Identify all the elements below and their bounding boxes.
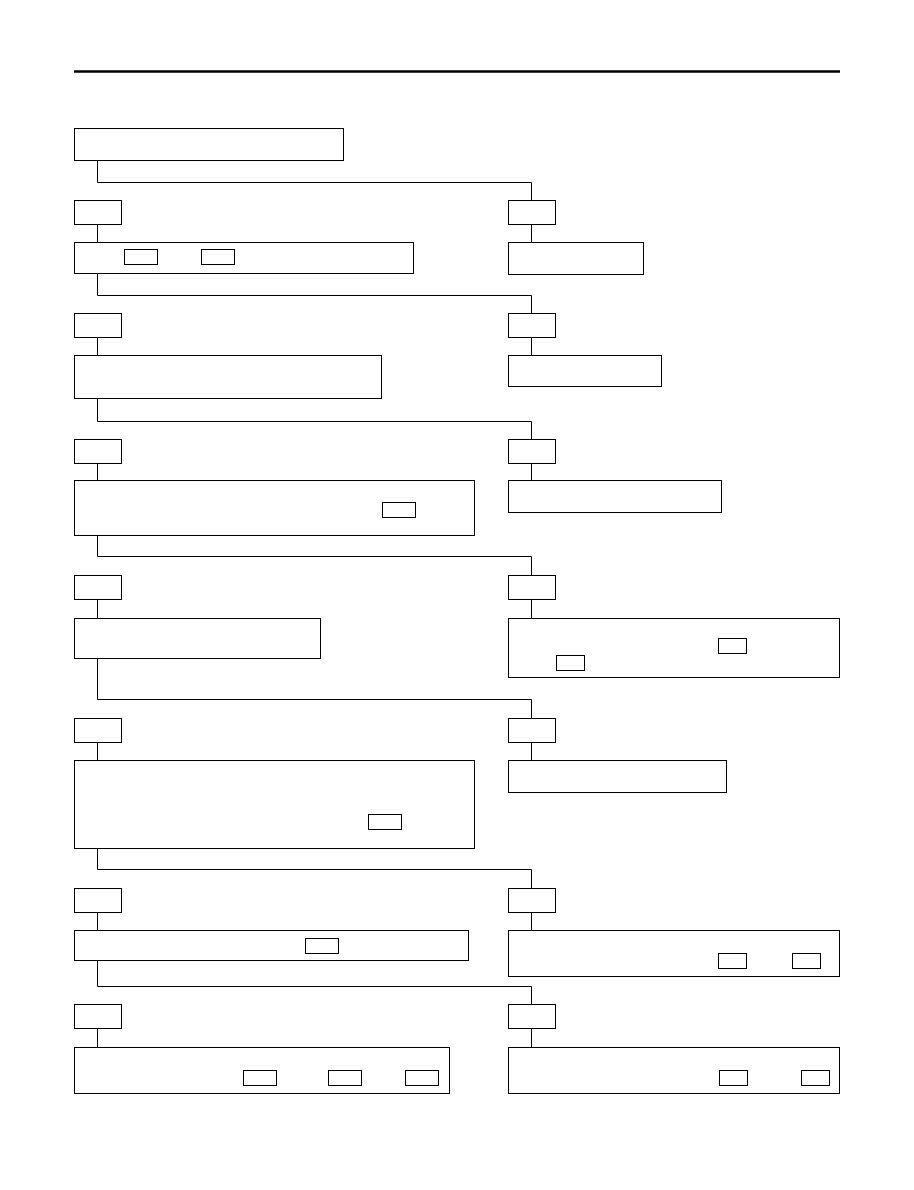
reference-tag — [556, 655, 585, 671]
right-outcome-box — [508, 313, 556, 338]
reference-tag — [382, 502, 416, 518]
reference-tag — [718, 638, 747, 654]
right-action-box — [508, 930, 840, 977]
reference-tag — [201, 249, 235, 265]
left-action-box — [74, 760, 475, 849]
right-outcome-box — [508, 439, 556, 464]
reference-tag — [801, 1070, 830, 1086]
left-action-box — [74, 618, 321, 659]
left-outcome-box — [74, 718, 122, 743]
right-action-box — [508, 355, 662, 387]
reference-tag — [368, 814, 402, 830]
left-action-box — [74, 1047, 450, 1094]
reference-tag — [718, 953, 747, 969]
left-action-box — [74, 480, 475, 536]
right-action-box — [508, 618, 840, 678]
right-outcome-box — [508, 1004, 556, 1029]
reference-tag — [124, 249, 158, 265]
right-action-box — [508, 480, 722, 513]
start-box — [74, 128, 344, 161]
left-outcome-box — [74, 313, 122, 338]
right-outcome-box — [508, 888, 556, 913]
left-outcome-box — [74, 575, 122, 600]
right-action-box — [508, 242, 644, 275]
reference-tag — [792, 953, 821, 969]
reference-tag — [305, 938, 339, 954]
reference-tag — [328, 1070, 362, 1086]
right-outcome-box — [508, 575, 556, 600]
left-action-box — [74, 242, 414, 274]
left-outcome-box — [74, 888, 122, 913]
right-action-box — [508, 1047, 840, 1094]
right-outcome-box — [508, 718, 556, 743]
left-action-box — [74, 355, 382, 399]
left-outcome-box — [74, 200, 122, 225]
right-outcome-box — [508, 200, 556, 225]
reference-tag — [243, 1070, 277, 1086]
left-outcome-box — [74, 1004, 122, 1029]
left-action-box — [74, 930, 469, 961]
reference-tag — [405, 1070, 439, 1086]
left-outcome-box — [74, 439, 122, 464]
reference-tag — [719, 1070, 748, 1086]
right-action-box — [508, 760, 727, 793]
